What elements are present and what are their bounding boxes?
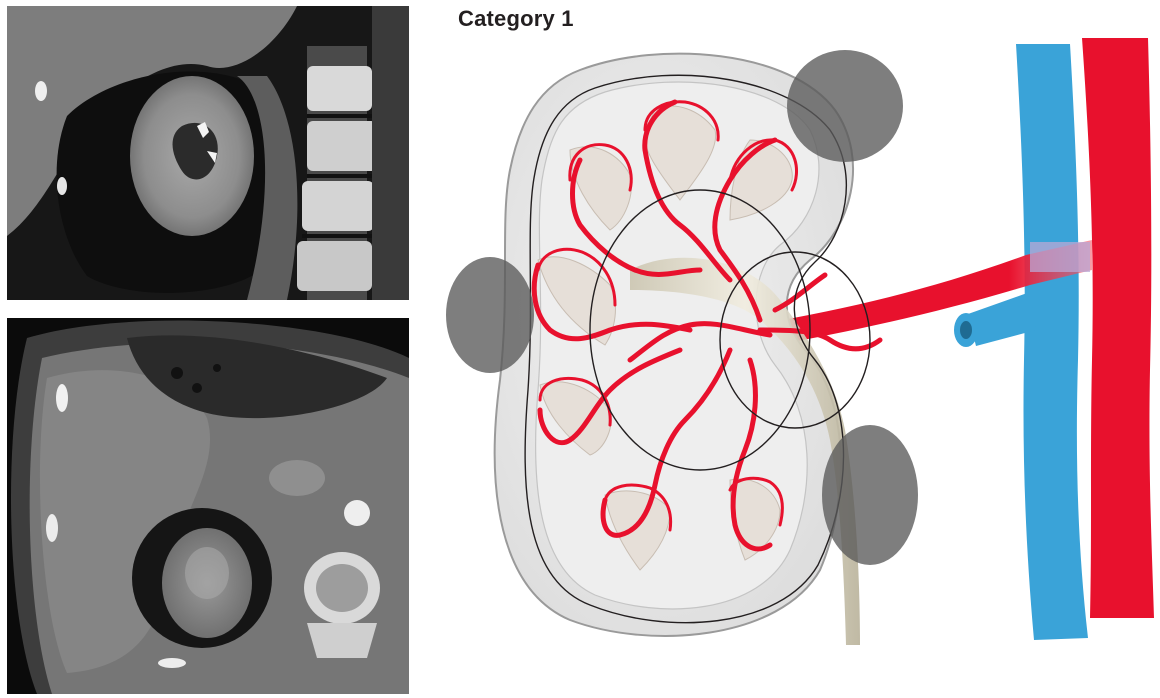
tumor-left xyxy=(446,257,534,373)
ct-coronal-graphic xyxy=(7,6,409,300)
tumor-lower xyxy=(822,425,918,565)
ct-axial-graphic xyxy=(7,318,409,694)
diagram-title: Category 1 xyxy=(458,6,574,32)
ct-coronal-image xyxy=(7,6,409,300)
vena-cava xyxy=(1016,44,1088,640)
tumor-upper xyxy=(787,50,903,162)
kidney-vascular-diagram xyxy=(430,30,1160,698)
aorta xyxy=(1082,38,1154,618)
ct-axial-image xyxy=(7,318,409,694)
